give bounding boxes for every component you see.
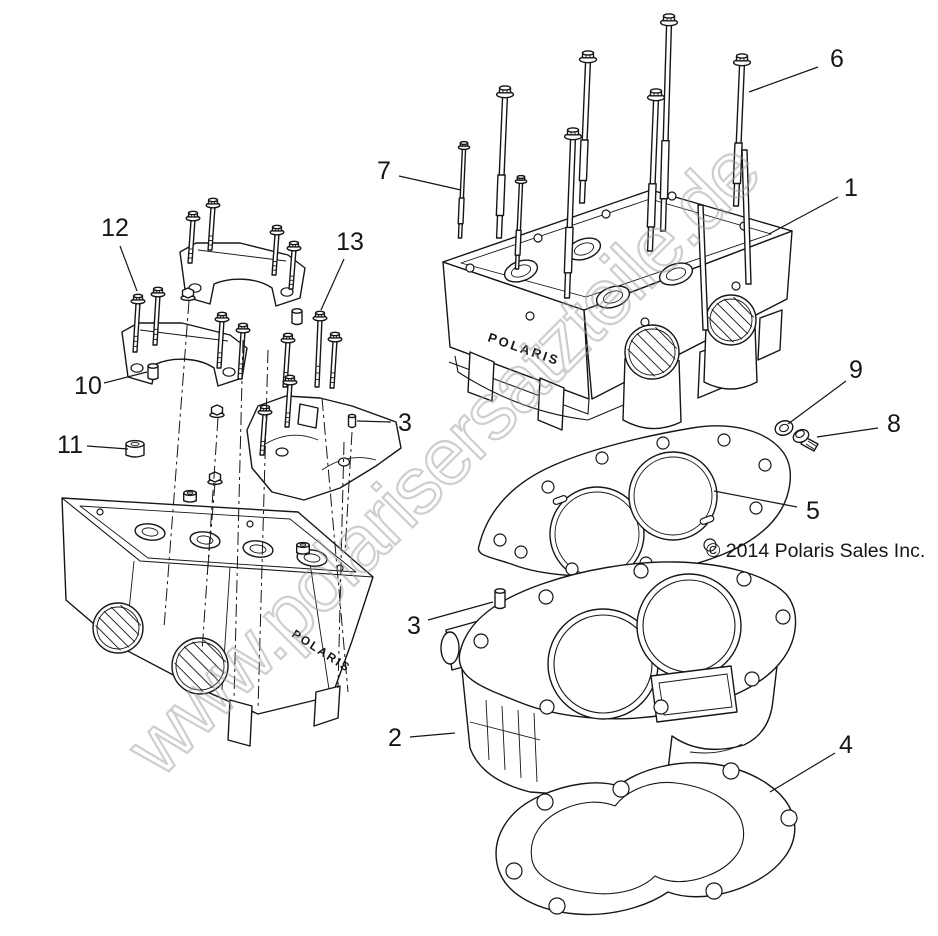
callout-label: 3 (407, 612, 421, 640)
callout-label: 11 (57, 431, 83, 459)
head-bolt (732, 53, 752, 207)
hardware (125, 13, 819, 610)
head-bolt (495, 85, 515, 239)
base-gasket (495, 762, 798, 916)
cap-bolt (282, 374, 298, 428)
callout-5: 5 (713, 490, 820, 525)
dowel-pin (494, 588, 506, 610)
callout-leader-line (320, 258, 345, 311)
nut (180, 287, 196, 302)
callout-leader-line (398, 175, 462, 191)
cap-bolt (286, 240, 302, 290)
nut (209, 404, 225, 419)
callout-11: 11 (57, 431, 129, 459)
callout-4: 4 (769, 731, 853, 793)
callout-leader-line (103, 371, 148, 384)
callout-leader-line (427, 601, 494, 621)
dowel (147, 363, 159, 381)
callout-label: 8 (887, 410, 901, 438)
callout-label: 7 (377, 157, 391, 185)
callout-leader-line (768, 196, 839, 235)
callout-10: 10 (74, 371, 148, 400)
cylinder-head: POLARIS (442, 189, 793, 431)
callout-label: 3 (398, 409, 412, 437)
ported-bore (624, 324, 680, 380)
callout-9: 9 (787, 356, 863, 425)
callout-leader-line (409, 732, 456, 738)
callout-7: 7 (377, 157, 462, 191)
callout-label: 1 (844, 174, 858, 202)
callout-6: 6 (748, 45, 844, 93)
callout-label: 10 (74, 372, 102, 400)
cap-bolt (150, 286, 166, 346)
ported-bore (92, 602, 144, 654)
cap-bolt (269, 224, 285, 276)
callout-13: 13 (320, 228, 364, 311)
cap-bolt (214, 311, 230, 369)
callout-leader-line (713, 490, 798, 508)
cap-bolt (280, 332, 296, 388)
callout-leader-line (356, 420, 392, 423)
head-bolt (646, 88, 666, 252)
callout-label: 12 (101, 214, 129, 242)
callout-leader-line (748, 66, 819, 93)
camshaft-cap-upper (179, 242, 306, 307)
cylinder (440, 561, 797, 800)
callout-3: 3 (356, 409, 412, 437)
callout-2: 2 (388, 724, 456, 752)
callout-label: 9 (849, 356, 863, 384)
head-bolt (563, 127, 583, 299)
callout-8: 8 (816, 410, 901, 438)
nut (207, 471, 223, 486)
valve-stem-seal (296, 541, 311, 555)
head-bolt (659, 13, 679, 232)
cap-bolt (312, 310, 328, 388)
bore-hatching (92, 294, 757, 695)
dowel (291, 308, 303, 326)
copyright-text: © 2014 Polaris Sales Inc. (706, 540, 925, 562)
cap-bolt (205, 197, 221, 251)
callout-leader-line (787, 380, 847, 425)
callout-3: 3 (407, 601, 494, 640)
callout-label: 13 (336, 228, 364, 256)
callout-leader-line (769, 752, 836, 793)
stud (347, 413, 357, 429)
callout-label: 5 (806, 497, 820, 525)
callout-label: 2 (388, 724, 402, 752)
head-bolt-small (514, 174, 528, 270)
callout-1: 1 (768, 174, 858, 235)
head-gasket (477, 425, 791, 582)
callout-leader-line (816, 427, 879, 438)
seal (125, 439, 145, 458)
callout-leader-line (86, 445, 129, 450)
callouts: 6 7 1 12 13 10 11 3 98 5 3 2 4 (57, 45, 901, 793)
callout-label: 6 (830, 45, 844, 73)
head-bolt (578, 50, 598, 204)
callout-12: 12 (101, 214, 138, 292)
callout-label: 4 (839, 731, 853, 759)
cap-bolt (327, 331, 343, 389)
callout-leader-line (119, 245, 138, 292)
cap-bolt (130, 293, 146, 353)
ported-bore (171, 637, 229, 695)
assembly-center-lines (163, 300, 353, 711)
ported-bore (705, 294, 757, 346)
valve-stem-seal (182, 489, 197, 503)
head-bolt-small (457, 140, 471, 239)
flange-screw (792, 428, 819, 452)
cap-bolt (185, 210, 201, 264)
